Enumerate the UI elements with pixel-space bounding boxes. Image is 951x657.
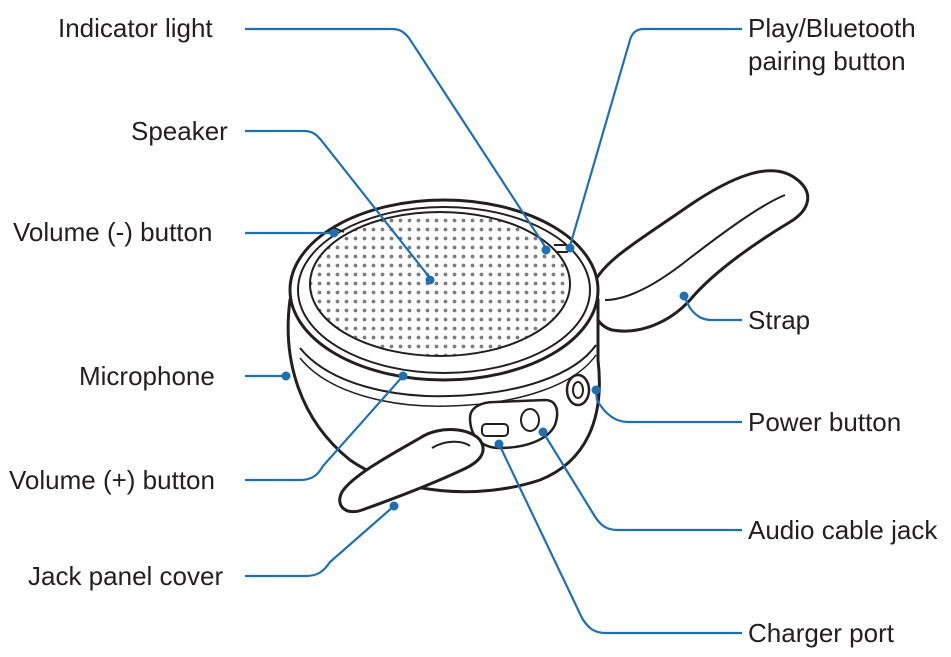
label-indicator-light: Indicator light <box>58 13 213 43</box>
leader-dots <box>281 228 689 511</box>
label-jack-panel-cover: Jack panel cover <box>28 561 224 591</box>
label-play-bluetooth-line2: pairing button <box>748 46 906 76</box>
label-microphone: Microphone <box>79 361 215 391</box>
label-strap: Strap <box>748 305 811 335</box>
label-audio-cable-jack: Audio cable jack <box>748 515 938 545</box>
label-volume-minus: Volume (-) button <box>13 217 213 247</box>
strap-graphic <box>589 169 810 333</box>
label-charger-port: Charger port <box>748 618 894 648</box>
label-play-bluetooth-line1: Play/Bluetooth <box>748 13 916 43</box>
label-speaker: Speaker <box>131 116 228 146</box>
label-volume-plus: Volume (+) button <box>9 465 215 495</box>
jack-panel-cover-graphic <box>338 428 485 514</box>
speaker-body <box>286 198 601 494</box>
leader-lines <box>245 27 742 635</box>
label-power-button: Power button <box>748 407 902 437</box>
